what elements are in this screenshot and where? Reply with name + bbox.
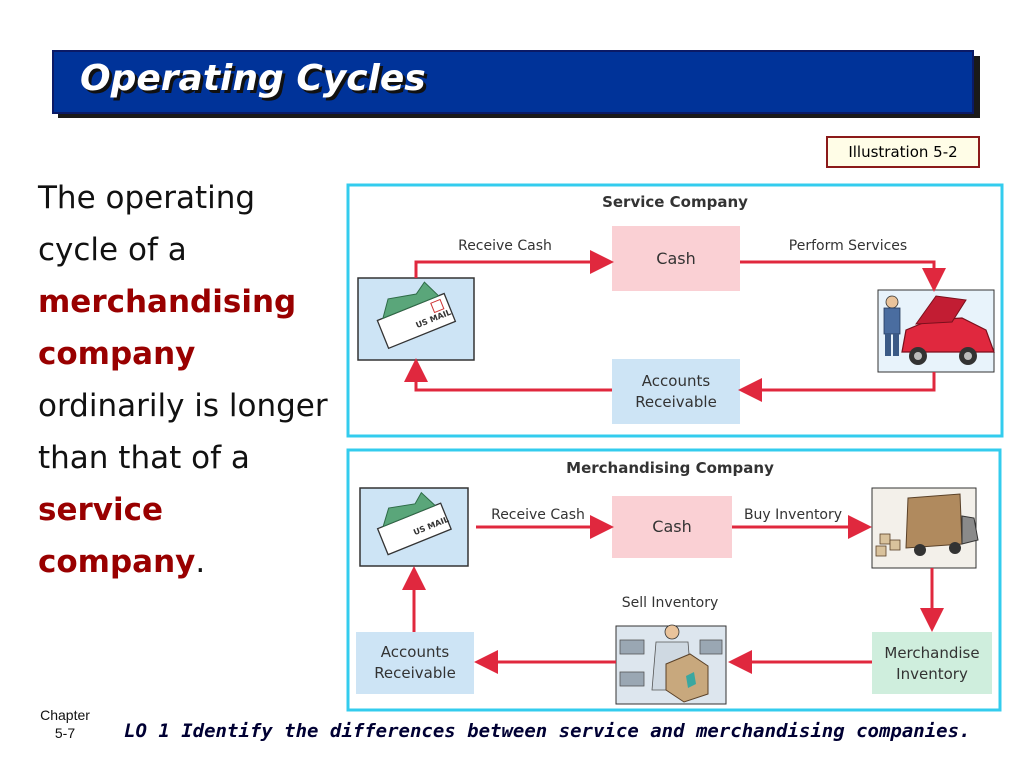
service-ar-label-line1: Accounts bbox=[642, 372, 711, 390]
highlight-merchandising-company: merchandising company bbox=[38, 284, 297, 372]
merch-buy-inventory-label: Buy Inventory bbox=[744, 507, 842, 523]
title-bar: Operating Cycles bbox=[52, 50, 974, 114]
service-company-heading: Service Company bbox=[602, 193, 748, 211]
merch-cash-box bbox=[612, 496, 732, 558]
service-cash-label: Cash bbox=[656, 249, 695, 268]
service-perform-services-arrow bbox=[740, 260, 946, 292]
store-clerk-box-icon bbox=[615, 624, 727, 705]
merchandising-company-heading: Merchandising Company bbox=[566, 459, 774, 477]
service-cash-box bbox=[612, 226, 740, 291]
service-ar-label-line2: Receivable bbox=[635, 393, 717, 411]
footer-chapter-label: Chapter bbox=[40, 707, 90, 723]
merch-accounts-receivable-box bbox=[356, 632, 474, 694]
body-text-part2: ordinarily is longer than that of a bbox=[38, 388, 328, 476]
merch-ar-label-line2: Receivable bbox=[374, 664, 456, 682]
service-services-to-receivable-arrow bbox=[738, 372, 936, 402]
mechanic-car-icon bbox=[877, 289, 995, 373]
service-receive-cash-arrow bbox=[414, 250, 614, 278]
merch-ar-label-line1: Accounts bbox=[381, 643, 450, 661]
mail-envelope-icon: US MAIL bbox=[359, 487, 469, 567]
body-text-part3: . bbox=[195, 544, 206, 580]
body-text-part1: The operating cycle of a bbox=[38, 180, 256, 268]
delivery-truck-icon bbox=[871, 487, 979, 569]
slide-title: Operating Cycles bbox=[80, 58, 426, 99]
merch-sell-inventory-label: Sell Inventory bbox=[622, 595, 719, 611]
footer-learning-objective: LO 1 Identify the differences between se… bbox=[124, 720, 971, 742]
illustration-label: Illustration 5-2 bbox=[826, 136, 980, 168]
merch-inventory-box bbox=[872, 632, 992, 694]
service-receive-cash-label: Receive Cash bbox=[458, 238, 552, 254]
body-text: The operating cycle of a merchandising c… bbox=[38, 172, 328, 588]
merch-inventory-label-line2: Inventory bbox=[896, 665, 968, 683]
footer-chapter: Chapter 5-7 bbox=[30, 706, 100, 742]
highlight-service-company: service company bbox=[38, 492, 196, 580]
merch-cash-label: Cash bbox=[652, 517, 691, 536]
service-accounts-receivable-box bbox=[612, 359, 740, 424]
footer-chapter-number: 5-7 bbox=[54, 725, 76, 741]
service-perform-services-label: Perform Services bbox=[789, 238, 907, 254]
merch-inventory-label-line1: Merchandise bbox=[884, 644, 979, 662]
merch-receive-cash-label: Receive Cash bbox=[491, 507, 585, 523]
service-receivable-to-mail-arrow bbox=[404, 358, 612, 392]
mail-envelope-icon: US MAIL bbox=[357, 277, 475, 361]
